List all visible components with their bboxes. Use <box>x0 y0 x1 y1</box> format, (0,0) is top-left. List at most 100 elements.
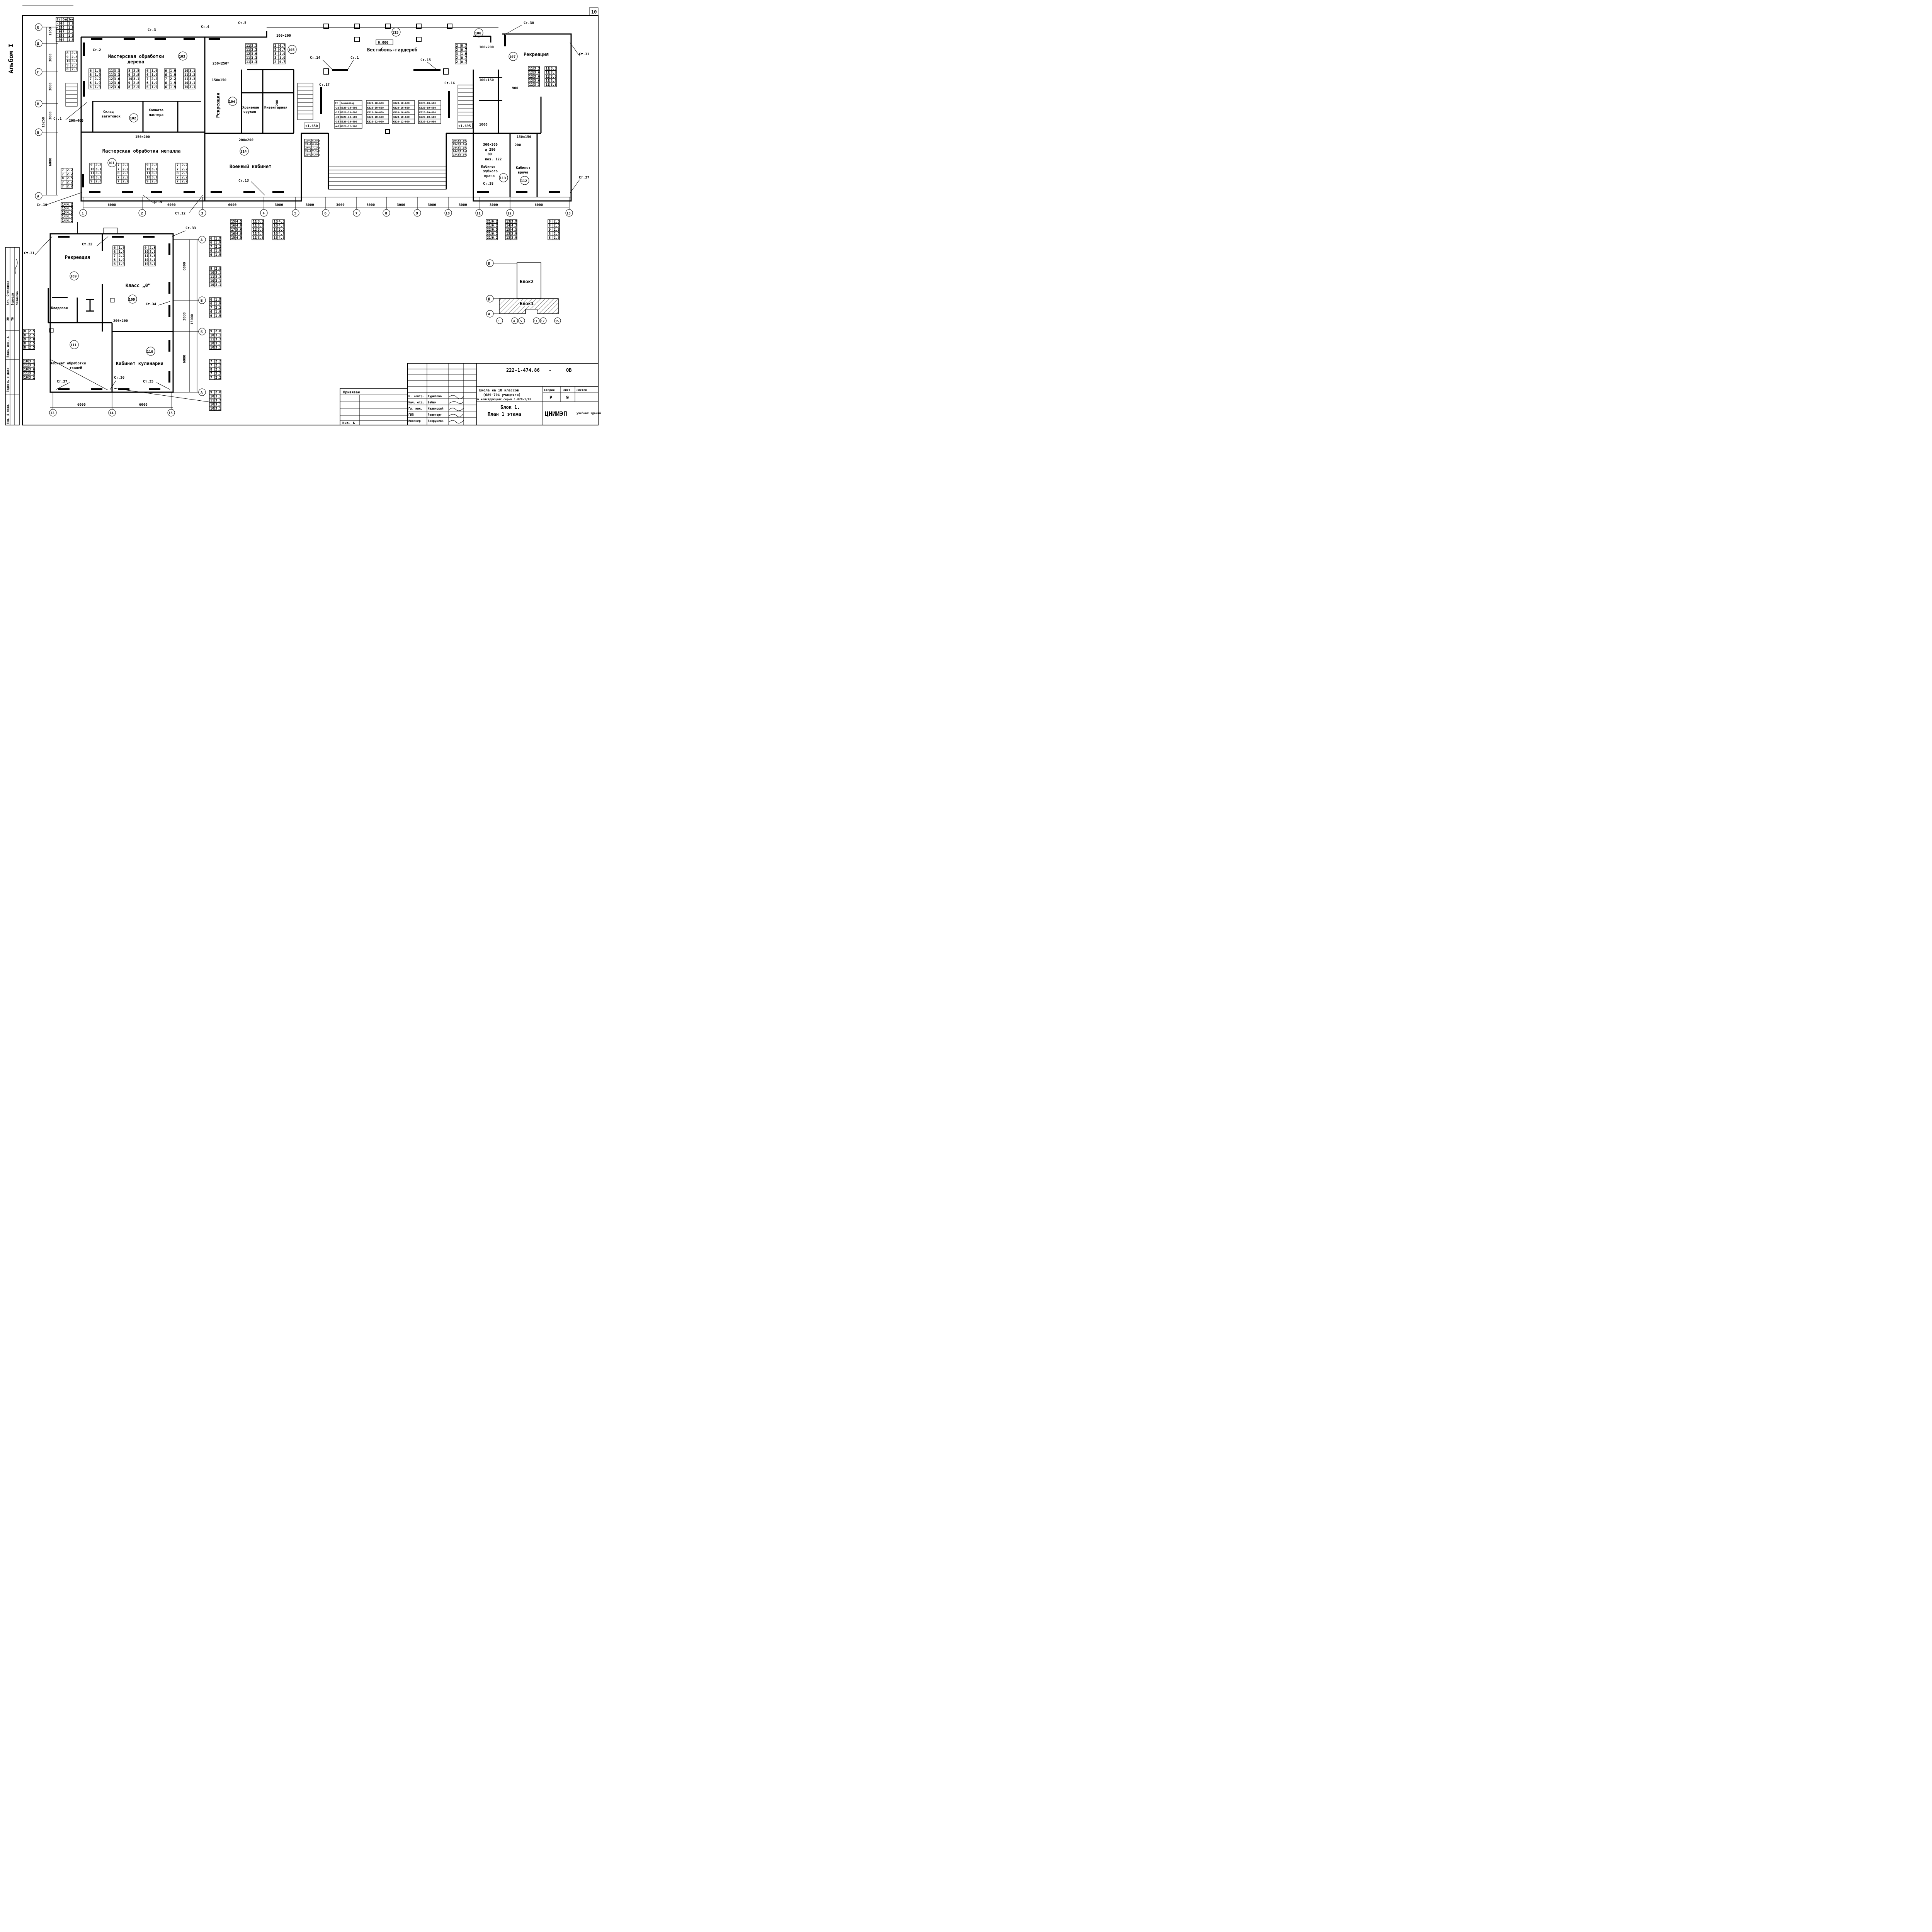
table-t_conv3: КВ20-10-600КВ20-10-600КВ20-10-600КВ20-10… <box>392 100 415 124</box>
table-cell: 3.1 <box>189 69 195 73</box>
table-cell: 6.5 <box>492 228 498 232</box>
table-cell: 1.0 <box>461 52 467 56</box>
table-cell: 3.1 <box>95 168 101 172</box>
table-cell: 10 <box>24 376 28 380</box>
table-cell: 6.8×2 <box>460 143 468 146</box>
table-cell: 3.3 <box>251 60 257 64</box>
table-cell: 3.1 <box>71 60 77 63</box>
inventory-room: Инвентарная <box>264 106 287 110</box>
table-cell: 10 <box>145 259 148 262</box>
room-111-name-2: тканей <box>70 366 82 370</box>
table-cell: 2 <box>456 60 458 64</box>
table-cell: 1.9 <box>95 82 100 85</box>
role-1: Нач. отд. <box>408 401 424 404</box>
table-cell: 2.8 <box>151 163 157 167</box>
table-cell: 0.7 <box>279 44 285 48</box>
room-109b-name: Класс „0“ <box>126 283 151 288</box>
riser-st36: Ст.36 <box>114 376 124 380</box>
lists-header: Листов <box>577 388 587 392</box>
table-cell: 9 <box>210 330 212 333</box>
table-cell: 6.2 <box>492 232 498 236</box>
table-cell: 2.2 <box>182 180 187 184</box>
table-cell: 3.1 <box>133 77 139 81</box>
riser-st4a: Ст.4 <box>201 25 209 29</box>
table-cell: 3.3 <box>151 172 157 175</box>
table-cell: 7 <box>177 163 179 167</box>
block2-walls <box>48 222 174 393</box>
inv-label: Инв. № <box>342 422 355 425</box>
axis-left-4: Б <box>37 131 39 135</box>
axis-bottom-8: 8 <box>385 212 387 216</box>
table-cell: 2.8 <box>95 163 101 167</box>
table-cell: 1.9 <box>95 73 100 77</box>
table-cell: КВ20-10-600 <box>393 102 410 105</box>
table-cell: 1.0 <box>279 56 285 60</box>
riser-st3: Ст.3 <box>148 28 156 32</box>
axes-bottom: 1600026000360004300053000630007300083000… <box>79 197 573 217</box>
riser-st31a: Ст.31 <box>579 53 589 56</box>
room-111-num: 111 <box>70 344 77 347</box>
axis-b2-bottom-2: 15 <box>168 412 173 415</box>
duct-7: 100×200 <box>479 46 494 49</box>
dim-b2-total: 15000 <box>190 314 194 325</box>
table-cell: -40 <box>335 125 339 128</box>
table-cell: 6 <box>210 310 212 314</box>
table-cell: 11 <box>184 77 188 81</box>
table-cell: -20 <box>335 106 339 109</box>
axis-bottom-13: 13 <box>566 212 571 216</box>
table-cell: 7 <box>117 168 119 172</box>
table-cell: 10 <box>210 407 214 411</box>
table-cell: 1.9 <box>68 22 74 26</box>
table-cell: 4.8 <box>236 224 242 228</box>
table-cell: 23×2 <box>453 143 459 146</box>
table-cell: 2 <box>274 60 276 64</box>
room-113-name-1: Кабинет <box>481 165 496 169</box>
sheet-frame <box>22 15 599 425</box>
table-cell: 1.9 <box>119 250 124 254</box>
table-cell: 11 <box>24 372 28 376</box>
level-1: +1.650 <box>305 124 318 128</box>
table-cell: КВ20-10-600 <box>340 106 357 109</box>
table-cell: 3.6 <box>534 79 540 83</box>
table-cell: 6 <box>165 69 167 73</box>
table-cell: 0.7 <box>279 60 285 64</box>
table-cell: 3.3 <box>215 399 221 403</box>
table-cell: 6 <box>210 237 212 241</box>
table-cell: 24×2 <box>305 150 311 153</box>
table-cell: 7 <box>177 180 179 184</box>
album-label: Альбом I <box>7 44 15 73</box>
duct-5: 200×200 <box>239 138 253 142</box>
span-bottom-1: 6000 <box>108 203 116 207</box>
table-cell: 21 <box>487 224 491 228</box>
table-cell: 6 <box>63 22 65 26</box>
table-cell: 4.5 <box>279 236 284 240</box>
table-cell: 6 <box>63 34 65 37</box>
table-cell: 3.1 <box>150 259 155 262</box>
table-cell: 4.5 <box>67 207 73 211</box>
room-102-num: 102 <box>130 117 136 121</box>
table-cell: 8 <box>177 172 179 175</box>
table-cell: 6 <box>146 82 148 85</box>
table-cell: 23×2 <box>453 153 459 156</box>
table-cell: 12 <box>529 71 533 75</box>
stamp-code-1: ТО <box>11 317 14 321</box>
table-cell: 8 <box>549 232 551 236</box>
span-bottom-6: 3000 <box>336 203 345 207</box>
riser-st31b: Ст.31 <box>24 252 34 255</box>
key-axis-5: 5 <box>520 320 522 323</box>
axis-left-3: В <box>37 102 39 106</box>
table-cell: 3.3 <box>95 172 101 175</box>
table-cell: 2.2 <box>122 180 128 184</box>
floor-plan-drawing: 10 Альбом I <box>5 5 601 425</box>
table-cell: 9 <box>146 180 148 184</box>
role-3: ГИП <box>408 413 414 417</box>
stamp-code-2: ЭО <box>6 317 10 321</box>
room-master-1: Комната <box>149 109 163 112</box>
